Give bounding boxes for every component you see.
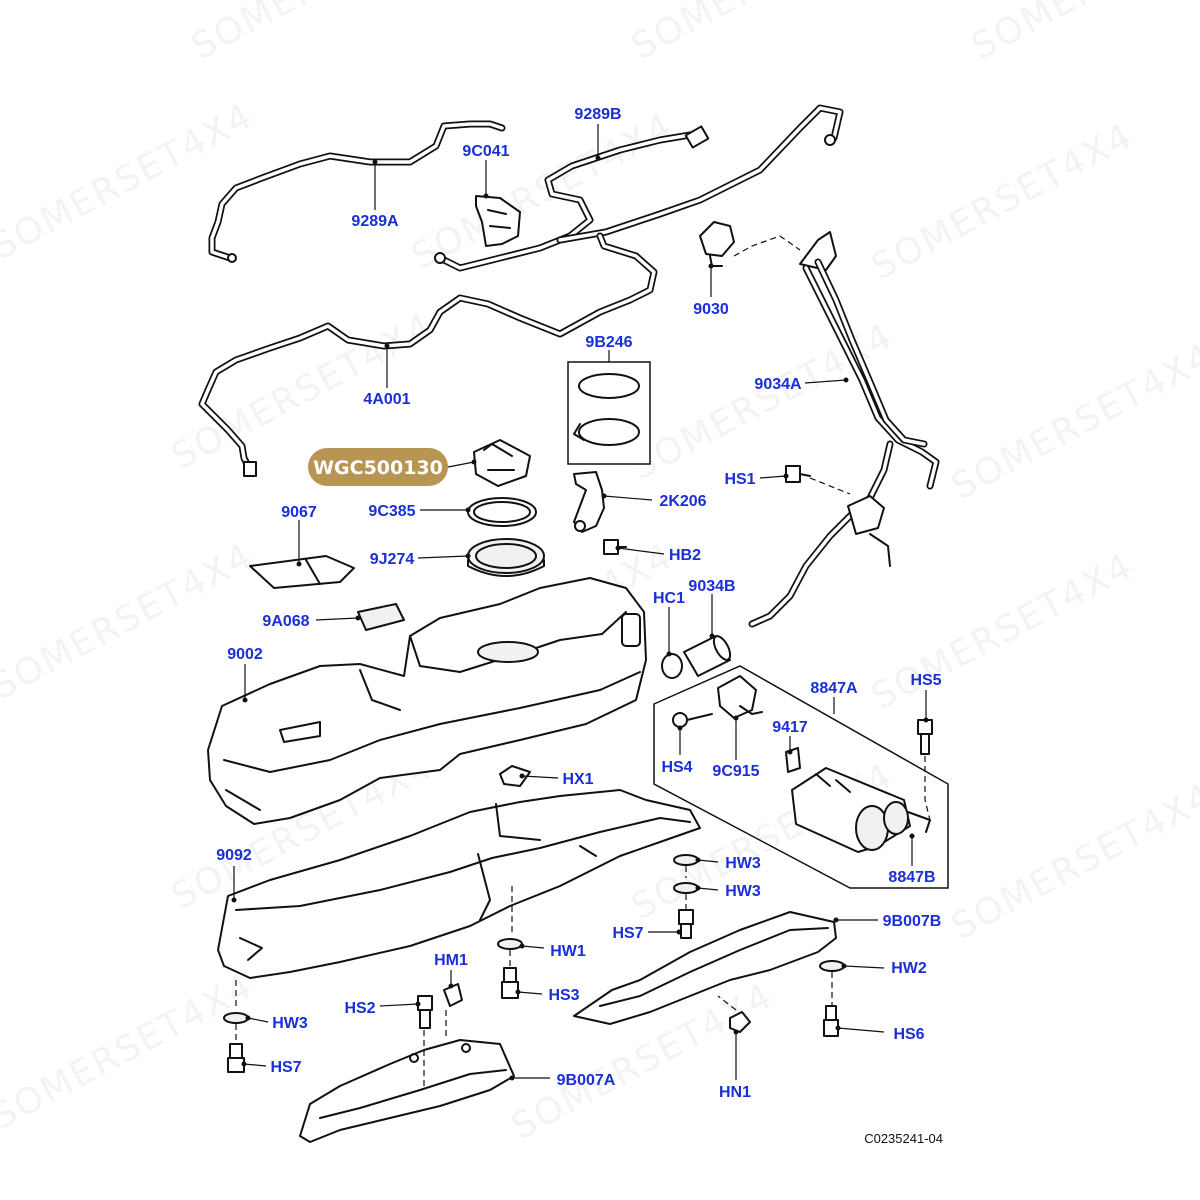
watermark: SOMERSET4X4: [865, 116, 1140, 288]
label-HN1: HN1: [719, 1084, 751, 1101]
fuel-tank-9002[interactable]: [207, 577, 647, 825]
label-HW3-lower: HW3: [725, 883, 761, 900]
bolt-HS1[interactable]: [785, 465, 851, 495]
washer-HW1[interactable]: [497, 938, 523, 950]
label-HB2: HB2: [669, 547, 701, 564]
bolt-HS7-right[interactable]: [678, 909, 694, 939]
label-9417: 9417: [772, 719, 808, 736]
label-HS4: HS4: [661, 759, 692, 776]
label-9B246: 9B246: [585, 334, 632, 351]
bolt-HS6[interactable]: [823, 1005, 839, 1037]
pad-9A068[interactable]: [357, 603, 405, 631]
highlight-pill[interactable]: WGC500130: [308, 448, 448, 486]
label-9034A: 9034A: [754, 376, 802, 393]
purge-valve-9C915[interactable]: [717, 675, 763, 719]
fuel-pump-module[interactable]: [473, 439, 531, 487]
label-9C915: 9C915: [712, 763, 759, 780]
label-HS5: HS5: [910, 672, 941, 689]
hose-9034B[interactable]: [683, 634, 733, 677]
label-4A001: 4A001: [363, 391, 410, 408]
label-9B007B: 9B007B: [883, 913, 942, 930]
label-9030: 9030: [693, 301, 729, 318]
label-HS1: HS1: [724, 471, 755, 488]
label-HW1: HW1: [550, 943, 586, 960]
washer-HW3-left[interactable]: [223, 1012, 249, 1024]
label-9C041: 9C041: [462, 143, 509, 160]
watermark: SOMERSET4X4: [405, 106, 680, 278]
valve-9030[interactable]: [699, 221, 801, 267]
watermark: SOMERSET4X4: [945, 336, 1200, 508]
watermark: SOMERSET4X4: [185, 0, 460, 68]
label-HM1: HM1: [434, 952, 468, 969]
label-HS6: HS6: [893, 1026, 924, 1043]
fuel-line-9289B[interactable]: [434, 104, 844, 272]
label-HS7-right: HS7: [612, 925, 643, 942]
heat-shield-9B007B[interactable]: [573, 911, 837, 1025]
label-HS3: HS3: [548, 987, 579, 1004]
bracket-2K206[interactable]: [573, 471, 605, 533]
watermark: SOMERSET4X4: [0, 966, 260, 1138]
lock-ring-9J274[interactable]: [467, 538, 545, 577]
label-9034B: 9034B: [688, 578, 735, 595]
watermark: SOMERSET4X4: [945, 776, 1200, 948]
pad-9067[interactable]: [249, 555, 355, 589]
washer-HW3-lower[interactable]: [673, 882, 699, 894]
label-9289A: 9289A: [351, 213, 399, 230]
label-9092: 9092: [216, 847, 252, 864]
diagram-reference-code: C0235241-04: [864, 1131, 943, 1146]
watermark: SOMERSET4X4: [625, 0, 900, 68]
label-HS7-left: HS7: [270, 1059, 301, 1076]
leader-lines: [231, 124, 929, 1090]
watermark: SOMERSET4X4: [965, 0, 1200, 68]
bolt-HB2[interactable]: [603, 539, 627, 555]
label-9067: 9067: [281, 504, 317, 521]
fuel-line-9289A[interactable]: [208, 120, 506, 263]
clamp-HC1[interactable]: [661, 653, 683, 679]
watermark: SOMERSET4X4: [625, 316, 900, 488]
label-HX1: HX1: [562, 771, 593, 788]
watermark-layer: SOMERSET4X4 SOMERSET4X4 SOMERSET4X4 SOME…: [0, 0, 1200, 1148]
highlight-part-number: WGC500130: [313, 457, 443, 479]
clip-9C041[interactable]: [475, 195, 521, 247]
bolt-HS5[interactable]: [917, 719, 933, 821]
washer-HW2[interactable]: [819, 960, 845, 972]
label-2K206: 2K206: [659, 493, 706, 510]
washer-HW3-upper[interactable]: [673, 854, 699, 866]
label-HW3-upper: HW3: [725, 855, 761, 872]
watermark: SOMERSET4X4: [0, 536, 260, 708]
clamp-kit-9B246[interactable]: [567, 361, 651, 465]
fuel-line-4A001[interactable]: [198, 232, 658, 477]
label-8847B: 8847B: [888, 869, 935, 886]
bolt-HS7-left[interactable]: [227, 1043, 245, 1073]
nut-HN1[interactable]: [729, 1011, 751, 1033]
bolt-HS2[interactable]: [417, 995, 433, 1029]
bolt-HS3[interactable]: [501, 967, 519, 999]
clip-HX1[interactable]: [499, 765, 531, 787]
label-HW2: HW2: [891, 960, 927, 977]
label-8847A: 8847A: [810, 680, 858, 697]
label-9289B: 9289B: [574, 106, 621, 123]
label-HS2: HS2: [344, 1000, 375, 1017]
watermark: SOMERSET4X4: [865, 546, 1140, 718]
label-HW3-left: HW3: [272, 1015, 308, 1032]
label-9C385: 9C385: [368, 503, 415, 520]
filler-neck-9034A[interactable]: [748, 231, 940, 628]
canister-8847B[interactable]: [791, 767, 931, 853]
label-9J274: 9J274: [370, 551, 415, 568]
part-labels: 9289B 9C041 9289A 9030 9034A 4A001 9B246…: [216, 106, 943, 1146]
label-9B007A: 9B007A: [557, 1072, 616, 1089]
label-9A068: 9A068: [262, 613, 309, 630]
watermark: SOMERSET4X4: [0, 96, 260, 268]
bolt-HS4[interactable]: [672, 712, 713, 728]
label-HC1: HC1: [653, 590, 685, 607]
heat-shield-9B007A[interactable]: [299, 1039, 515, 1143]
seal-9C385[interactable]: [467, 497, 537, 527]
evap-canister-group-8847A[interactable]: [653, 665, 949, 889]
label-9002: 9002: [227, 646, 263, 663]
heat-shield-9092[interactable]: [217, 789, 701, 979]
